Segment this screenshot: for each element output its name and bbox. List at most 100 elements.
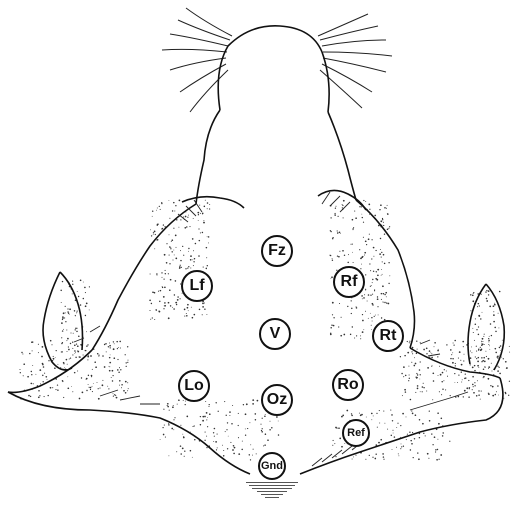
stipple-dot xyxy=(406,439,407,440)
stipple-dot xyxy=(22,353,23,354)
stipple-dot xyxy=(447,376,448,377)
stipple-dot xyxy=(411,410,412,411)
stipple-dot xyxy=(422,423,424,425)
stipple-dot xyxy=(493,321,495,323)
stipple-dot xyxy=(245,435,246,436)
stipple-dot xyxy=(83,298,85,300)
electrode-lo: Lo xyxy=(178,370,210,402)
stipple-dot xyxy=(425,435,426,436)
stipple-dot xyxy=(207,265,208,266)
stipple-dot xyxy=(192,426,193,427)
stipple-dot xyxy=(393,433,394,434)
stipple-dot xyxy=(351,313,352,314)
stipple-dot xyxy=(159,311,161,313)
stipple-dot xyxy=(89,309,90,310)
stipple-dot xyxy=(184,309,186,311)
stipple-dot xyxy=(332,258,333,259)
stipple-dot xyxy=(170,248,171,249)
stipple-dot xyxy=(183,216,184,217)
stipple-dot xyxy=(185,401,186,402)
stipple-dot xyxy=(493,311,494,312)
stipple-dot xyxy=(459,351,461,353)
stipple-dot xyxy=(163,224,164,225)
stipple-dot xyxy=(488,341,489,342)
stipple-dot xyxy=(476,395,478,397)
stipple-dot xyxy=(179,200,181,202)
stipple-dot xyxy=(252,403,254,405)
stipple-dot xyxy=(428,458,429,459)
stipple-dot xyxy=(474,365,476,367)
stipple-dot xyxy=(104,344,105,345)
electrode-lf-label: Lf xyxy=(189,277,204,295)
stipple-dot xyxy=(478,394,480,396)
stipple-dot xyxy=(364,252,366,254)
stipple-dot xyxy=(354,337,355,338)
stipple-dot xyxy=(341,416,343,418)
stipple-dot xyxy=(367,301,368,302)
stipple-dot xyxy=(439,366,440,367)
stipple-dot xyxy=(179,267,181,269)
stipple-dot xyxy=(413,457,414,458)
stipple-dot xyxy=(376,271,377,272)
stipple-dot xyxy=(155,234,156,235)
stipple-dot xyxy=(86,303,88,305)
stipple-dot xyxy=(381,293,383,295)
stipple-dot xyxy=(368,294,370,296)
stipple-dot xyxy=(400,448,401,449)
stipple-dot xyxy=(153,234,154,235)
stipple-dot xyxy=(116,397,118,399)
stipple-dot xyxy=(476,346,477,347)
stipple-dot xyxy=(374,215,376,217)
stipple-dot xyxy=(417,388,419,390)
stipple-dot xyxy=(352,326,353,327)
stipple-dot xyxy=(408,366,409,367)
stipple-dot xyxy=(113,396,114,397)
stipple-dot xyxy=(182,246,183,247)
stipple-dot xyxy=(206,257,207,258)
stipple-dot xyxy=(492,386,494,388)
stipple-dot xyxy=(77,328,78,329)
stipple-dot xyxy=(38,352,39,353)
stipple-dot xyxy=(454,340,456,342)
stipple-dot xyxy=(183,255,184,256)
stipple-dot xyxy=(164,254,166,256)
stipple-dot xyxy=(128,360,129,361)
stipple-dot xyxy=(431,433,432,434)
stipple-dot xyxy=(206,268,207,269)
stipple-dot xyxy=(454,373,455,374)
stipple-dot xyxy=(480,399,481,400)
stipple-dot xyxy=(407,341,408,342)
stipple-dot xyxy=(470,294,471,295)
stipple-dot xyxy=(159,206,160,207)
stipple-dot xyxy=(171,428,173,430)
stipple-dot xyxy=(199,240,200,241)
stipple-dot xyxy=(384,302,385,303)
stipple-dot xyxy=(205,401,206,402)
stipple-dot xyxy=(72,284,73,285)
stipple-dot xyxy=(113,341,114,342)
stipple-dot xyxy=(343,200,345,202)
stipple-dot xyxy=(380,249,381,250)
stipple-dot xyxy=(193,218,194,219)
stipple-dot xyxy=(97,382,98,383)
stipple-dot xyxy=(509,346,510,347)
stipple-dot xyxy=(488,294,489,295)
stipple-dot xyxy=(187,217,188,218)
stipple-dot xyxy=(167,403,169,405)
stipple-dot xyxy=(69,359,70,360)
stipple-dot xyxy=(369,263,370,264)
stipple-dot xyxy=(79,398,81,400)
stipple-dot xyxy=(457,382,458,383)
stipple-dot xyxy=(382,219,383,220)
stipple-dot xyxy=(344,443,345,444)
stipple-dot xyxy=(63,312,65,314)
stipple-dot xyxy=(333,325,335,327)
stipple-dot xyxy=(167,405,168,406)
stipple-dot xyxy=(76,343,77,344)
stipple-dot xyxy=(225,431,226,432)
stipple-dot xyxy=(120,369,121,370)
stipple-dot xyxy=(176,219,177,220)
head-outline xyxy=(8,26,504,474)
stipple-dot xyxy=(496,357,497,358)
stipple-dot xyxy=(156,210,157,211)
